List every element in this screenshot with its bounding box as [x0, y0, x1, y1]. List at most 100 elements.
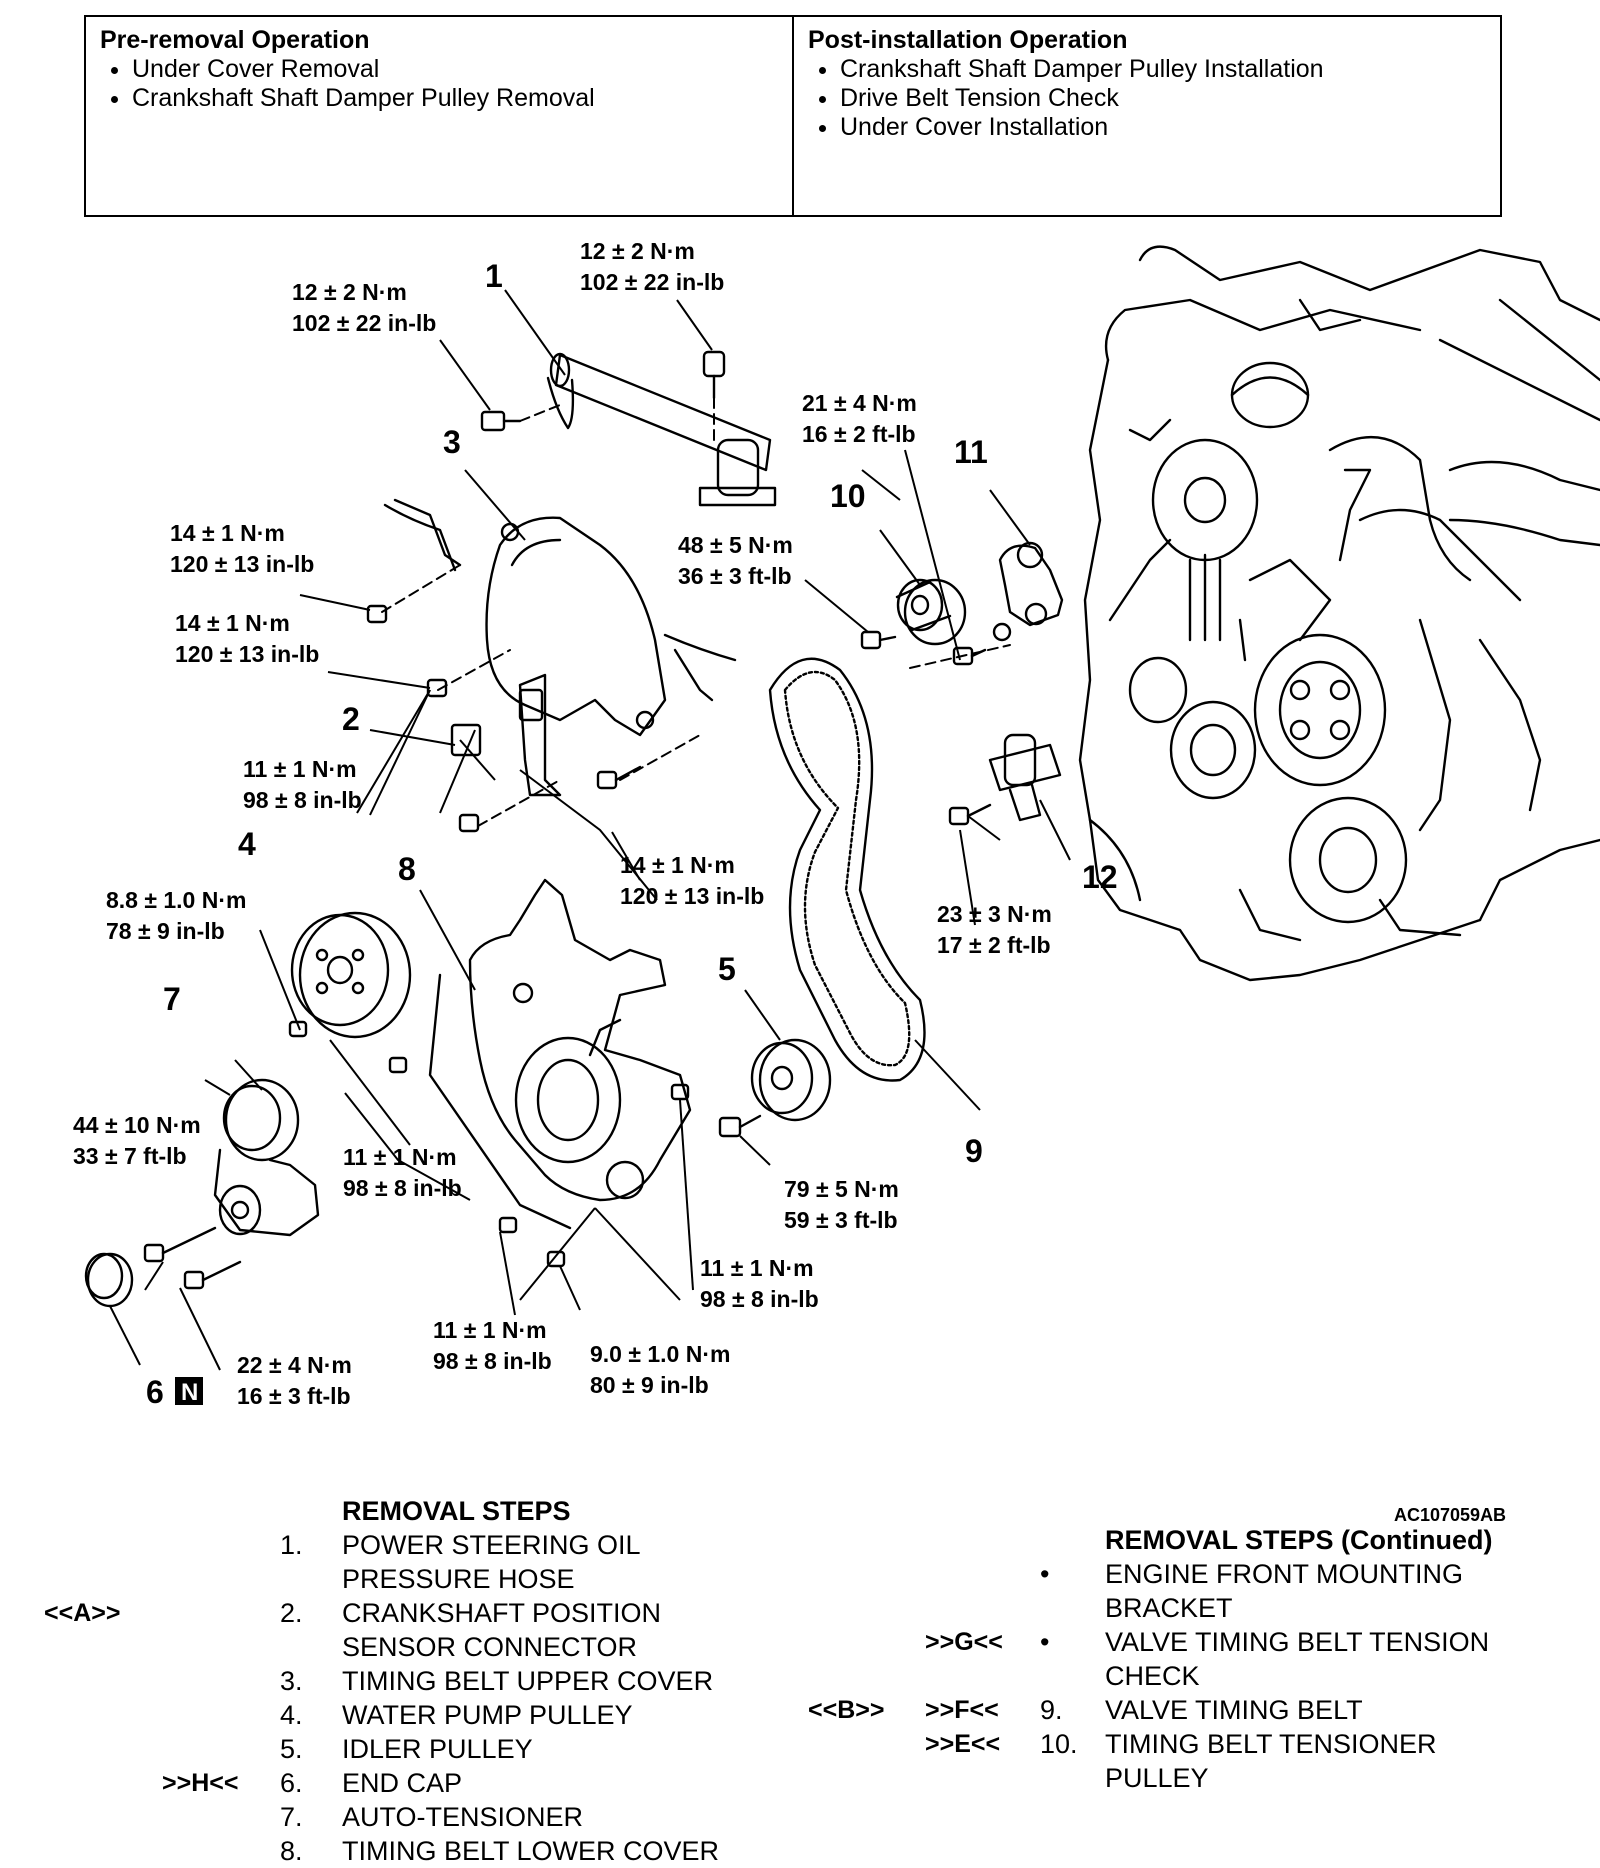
svg-text:80 ± 9 in-lb: 80 ± 9 in-lb: [590, 1372, 709, 1398]
removal-step-5: 5.IDLER PULLEY: [280, 1734, 533, 1764]
post-installation-item: Under Cover Installation: [840, 113, 1486, 142]
svg-text:102 ± 22 in-lb: 102 ± 22 in-lb: [580, 269, 724, 295]
torque-value: 120 ± 13 in-lb: [175, 641, 319, 667]
torque-value: 102 ± 22 in-lb: [580, 269, 724, 295]
torque-value: 59 ± 3 ft-lb: [784, 1207, 898, 1233]
svg-text:44 ± 10 N·m: 44 ± 10 N·m: [73, 1112, 201, 1138]
new-part-mark-box: [175, 1377, 203, 1405]
torque-value: 11 ± 1 N·m: [700, 1255, 814, 1281]
removal-steps-continued-title: REMOVAL STEPS (Continued): [1105, 1525, 1493, 1555]
post-installation-title: Post-installation Operation: [808, 26, 1128, 54]
removal-step-6: >>H<<6.END CAP: [162, 1768, 463, 1798]
callout-9: 9: [965, 1133, 983, 1169]
timing-belt-tensioner-pulley: [895, 578, 967, 646]
end-cap: [84, 1252, 134, 1308]
svg-text:12 ± 2 N·m: 12 ± 2 N·m: [292, 279, 407, 305]
callout-7: 7: [163, 981, 181, 1017]
bolts: [143, 604, 992, 1290]
removal-steps: REMOVAL STEPS 1.POWER STEERING OIL PRESS…: [0, 1494, 780, 1868]
torque-value: 44 ± 10 N·m: [73, 1112, 201, 1138]
svg-text:11 ± 1 N·m: 11 ± 1 N·m: [433, 1317, 547, 1343]
svg-text:14 ± 1 N·m: 14 ± 1 N·m: [620, 852, 735, 878]
torque-value: 12 ± 2 N·m: [292, 279, 407, 305]
removal-step-7: 7.AUTO-TENSIONER: [280, 1802, 584, 1832]
torque-value: 11 ± 1 N·m: [343, 1144, 457, 1170]
torque-value: 21 ± 4 N·m: [802, 390, 917, 416]
svg-text:59 ± 3 ft-lb: 59 ± 3 ft-lb: [784, 1207, 898, 1233]
svg-text:98 ± 8 in-lb: 98 ± 8 in-lb: [433, 1348, 552, 1374]
torque-value: 16 ± 2 ft-lb: [802, 421, 916, 447]
removal-step-1: 1.POWER STEERING OIL PRESSURE HOSE: [280, 1530, 641, 1594]
svg-text:102 ± 22 in-lb: 102 ± 22 in-lb: [292, 310, 436, 336]
svg-text:16 ± 3 ft-lb: 16 ± 3 ft-lb: [237, 1383, 351, 1409]
torque-labels: 12 ± 2 N·m 102 ± 22 in-lb 12 ± 2 N·m 102…: [73, 238, 1052, 1409]
torque-value: 36 ± 3 ft-lb: [678, 563, 792, 589]
torque-value: 11 ± 1 N·m: [433, 1317, 547, 1343]
svg-text:36 ± 3 ft-lb: 36 ± 3 ft-lb: [678, 563, 792, 589]
removal-step-2: <<A>>2.CRANKSHAFT POSITION SENSOR CONNEC…: [44, 1598, 662, 1662]
pre-removal-item: Crankshaft Shaft Damper Pulley Removal: [132, 84, 778, 113]
engine-block: [1078, 245, 1600, 982]
callout-8: 8: [398, 851, 416, 887]
svg-text:11 ± 1 N·m: 11 ± 1 N·m: [343, 1144, 457, 1170]
diagram-id-label: AC107059AB: [1394, 1505, 1507, 1525]
svg-text:23 ± 3 N·m: 23 ± 3 N·m: [937, 901, 1052, 927]
torque-value: 14 ± 1 N·m: [620, 852, 735, 878]
torque-value: 78 ± 9 in-lb: [106, 918, 225, 944]
operation-table: Pre-removal Operation Under Cover Remova…: [84, 15, 1502, 217]
idler-pulley: [750, 1038, 832, 1122]
pre-removal-operation: Pre-removal Operation Under Cover Remova…: [86, 17, 792, 215]
svg-text:14 ± 1 N·m: 14 ± 1 N·m: [175, 610, 290, 636]
svg-text:33 ± 7 ft-lb: 33 ± 7 ft-lb: [73, 1143, 187, 1169]
svg-text:22 ± 4 N·m: 22 ± 4 N·m: [237, 1352, 352, 1378]
torque-value: 11 ± 1 N·m: [243, 756, 357, 782]
pre-removal-item: Under Cover Removal: [132, 55, 778, 84]
svg-text:98 ± 8 in-lb: 98 ± 8 in-lb: [243, 787, 362, 813]
callout-11: 11: [954, 434, 988, 470]
torque-value: 98 ± 8 in-lb: [700, 1286, 819, 1312]
removal-step-10: >>E<<10.TIMING BELT TENSIONER PULLEY: [925, 1729, 1437, 1793]
power-steering-hose: [480, 350, 777, 507]
torque-value: 14 ± 1 N·m: [170, 520, 285, 546]
removal-steps-title: REMOVAL STEPS: [342, 1496, 571, 1526]
torque-value: 14 ± 1 N·m: [175, 610, 290, 636]
svg-text:78 ± 9 in-lb: 78 ± 9 in-lb: [106, 918, 225, 944]
callout-10: 10: [830, 478, 866, 514]
callout-6: 6: [146, 1374, 164, 1410]
torque-value: 98 ± 8 in-lb: [243, 787, 362, 813]
callout-5: 5: [718, 951, 736, 987]
pre-removal-title: Pre-removal Operation: [100, 26, 370, 54]
torque-value: 22 ± 4 N·m: [237, 1352, 352, 1378]
timing-belt-upper-cover: [383, 498, 737, 797]
torque-value: 23 ± 3 N·m: [937, 901, 1052, 927]
timing-belt-exploded-diagram: 12 ± 2 N·m 102 ± 22 in-lb 12 ± 2 N·m 102…: [0, 220, 1600, 1450]
torque-value: 120 ± 13 in-lb: [620, 883, 764, 909]
valve-timing-belt: [768, 657, 926, 1082]
post-installation-item: Drive Belt Tension Check: [840, 84, 1486, 113]
svg-text:21 ± 4 N·m: 21 ± 4 N·m: [802, 390, 917, 416]
timing-belt-lower-cover: [428, 878, 692, 1230]
callout-2: 2: [342, 701, 360, 737]
svg-text:120 ± 13 in-lb: 120 ± 13 in-lb: [620, 883, 764, 909]
new-part-mark: N: [181, 1379, 198, 1406]
water-pump-pulley: [290, 911, 412, 1039]
torque-value: 9.0 ± 1.0 N·m: [590, 1341, 730, 1367]
callout-3: 3: [443, 424, 461, 460]
removal-step-engine-front-mounting-bracket: •ENGINE FRONT MOUNTING BRACKET: [1040, 1559, 1464, 1623]
torque-value: 16 ± 3 ft-lb: [237, 1383, 351, 1409]
torque-value: 79 ± 5 N·m: [784, 1176, 899, 1202]
svg-text:12 ± 2 N·m: 12 ± 2 N·m: [580, 238, 695, 264]
post-installation-item: Crankshaft Shaft Damper Pulley Installat…: [840, 55, 1486, 84]
removal-step-4: 4.WATER PUMP PULLEY: [280, 1700, 633, 1730]
auto-tensioner: [213, 1078, 320, 1237]
callout-numbers: 1 2 3 4 5 6 7 8 9 10 11 12 N: [146, 258, 1118, 1410]
post-installation-operation: Post-installation Operation Crankshaft S…: [792, 17, 1500, 215]
svg-text:16 ± 2 ft-lb: 16 ± 2 ft-lb: [802, 421, 916, 447]
callout-12: 12: [1082, 859, 1118, 895]
svg-text:14 ± 1 N·m: 14 ± 1 N·m: [170, 520, 285, 546]
svg-text:98 ± 8 in-lb: 98 ± 8 in-lb: [700, 1286, 819, 1312]
svg-text:79 ± 5 N·m: 79 ± 5 N·m: [784, 1176, 899, 1202]
torque-value: 33 ± 7 ft-lb: [73, 1143, 187, 1169]
callout-1: 1: [485, 258, 503, 294]
torque-value: 120 ± 13 in-lb: [170, 551, 314, 577]
